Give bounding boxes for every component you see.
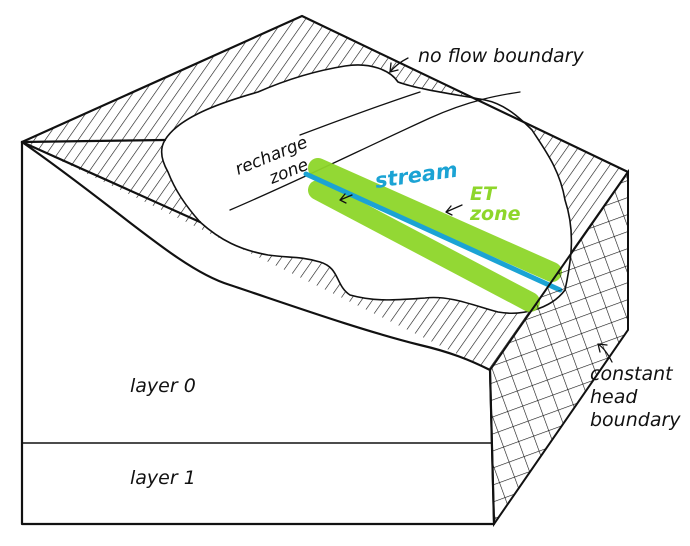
block-front xyxy=(20,140,496,526)
constant-head-label-line2: head xyxy=(590,386,638,408)
constant-head-label-line1: constant xyxy=(590,363,674,385)
constant-head-arrow-icon xyxy=(597,343,613,363)
et-arrow-icon xyxy=(445,204,463,216)
layer-1-label: layer 1 xyxy=(130,467,196,489)
et-band-upper xyxy=(308,158,562,282)
et-zone xyxy=(308,158,562,312)
et-zone-label-line1: ET xyxy=(470,183,498,205)
recharge-arrow-icon xyxy=(339,193,353,204)
et-zone-label-line2: zone xyxy=(469,203,521,225)
zone-dividers xyxy=(229,91,521,211)
stream-line xyxy=(303,171,563,293)
constant-head-label-line3: boundary xyxy=(590,409,681,431)
no-flow-arrow-icon xyxy=(389,57,409,73)
arrows xyxy=(339,57,613,363)
no-flow-boundary-label: no flow boundary xyxy=(418,45,584,67)
et-band-lower xyxy=(308,180,540,312)
layer-0-label: layer 0 xyxy=(130,375,196,397)
